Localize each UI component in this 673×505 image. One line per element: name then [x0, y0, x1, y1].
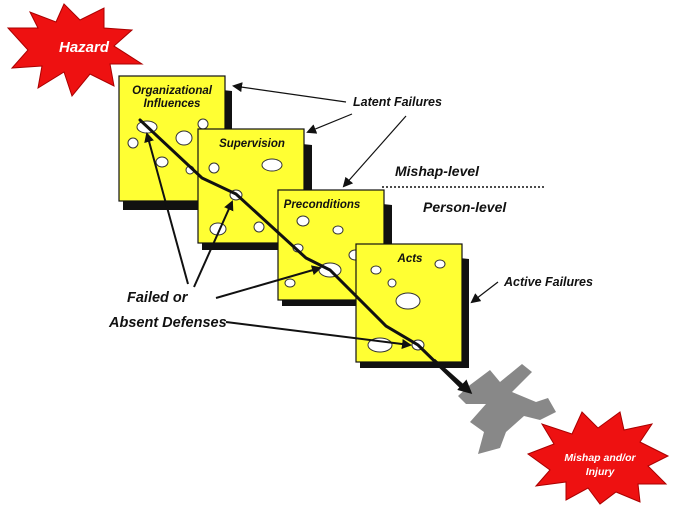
accident-trajectory — [138, 118, 464, 390]
hazard-label: Hazard — [59, 39, 110, 56]
slice-acts: Acts — [355, 243, 469, 368]
defenses-arrow-4 — [225, 321, 412, 349]
latent-arrow-2 — [306, 113, 353, 134]
active-failures-label: Active Failures — [503, 275, 593, 289]
defenses-label-line2: Absent Defenses — [108, 315, 227, 331]
trajectory-arrow — [433, 358, 473, 394]
latent-failures-label: Latent Failures — [353, 95, 442, 109]
crashed-aircraft-icon — [458, 364, 556, 454]
latent-arrow-1 — [232, 82, 347, 103]
defenses-arrow-2 — [193, 200, 234, 288]
cheese-hole — [284, 278, 296, 288]
cheese-hole — [434, 259, 446, 269]
cheese-hole — [387, 278, 397, 288]
cheese-hole — [332, 225, 344, 235]
hazard-burst-icon — [6, 3, 144, 98]
cheese-hole — [296, 215, 310, 227]
person-level-label: Person-level — [423, 199, 507, 215]
crashed-aircraft — [458, 364, 556, 454]
hazard-burst: Hazard — [6, 3, 144, 98]
cheese-hole — [208, 162, 220, 174]
defenses-arrow-3 — [215, 265, 322, 299]
slice-title: Preconditions — [284, 199, 361, 211]
cheese-hole — [261, 158, 283, 172]
cheese-hole — [175, 130, 193, 146]
cheese-hole — [155, 156, 169, 168]
mishap-burst-icon — [526, 411, 670, 505]
latent-arrow-3 — [342, 115, 407, 188]
cheese-hole — [395, 292, 421, 310]
defenses-arrow-1 — [144, 132, 189, 285]
slice-title-line1: Organizational — [132, 85, 213, 97]
mishap-label-line1: Mishap and/or — [564, 452, 636, 464]
mishap-label-line2: Injury — [586, 466, 616, 478]
slice-title: Acts — [397, 253, 423, 265]
mishap-burst: Mishap and/or Injury — [526, 411, 670, 505]
slice-title: Supervision — [219, 138, 285, 150]
cheese-hole — [370, 265, 382, 275]
cheese-hole — [253, 221, 265, 233]
cheese-hole — [127, 137, 139, 149]
defenses-label-line1: Failed or — [127, 290, 189, 306]
active-arrow — [470, 281, 499, 304]
mishap-level-label: Mishap-level — [395, 163, 480, 179]
cheese-hole — [197, 118, 209, 130]
slice-title-line2: Influences — [144, 98, 201, 110]
